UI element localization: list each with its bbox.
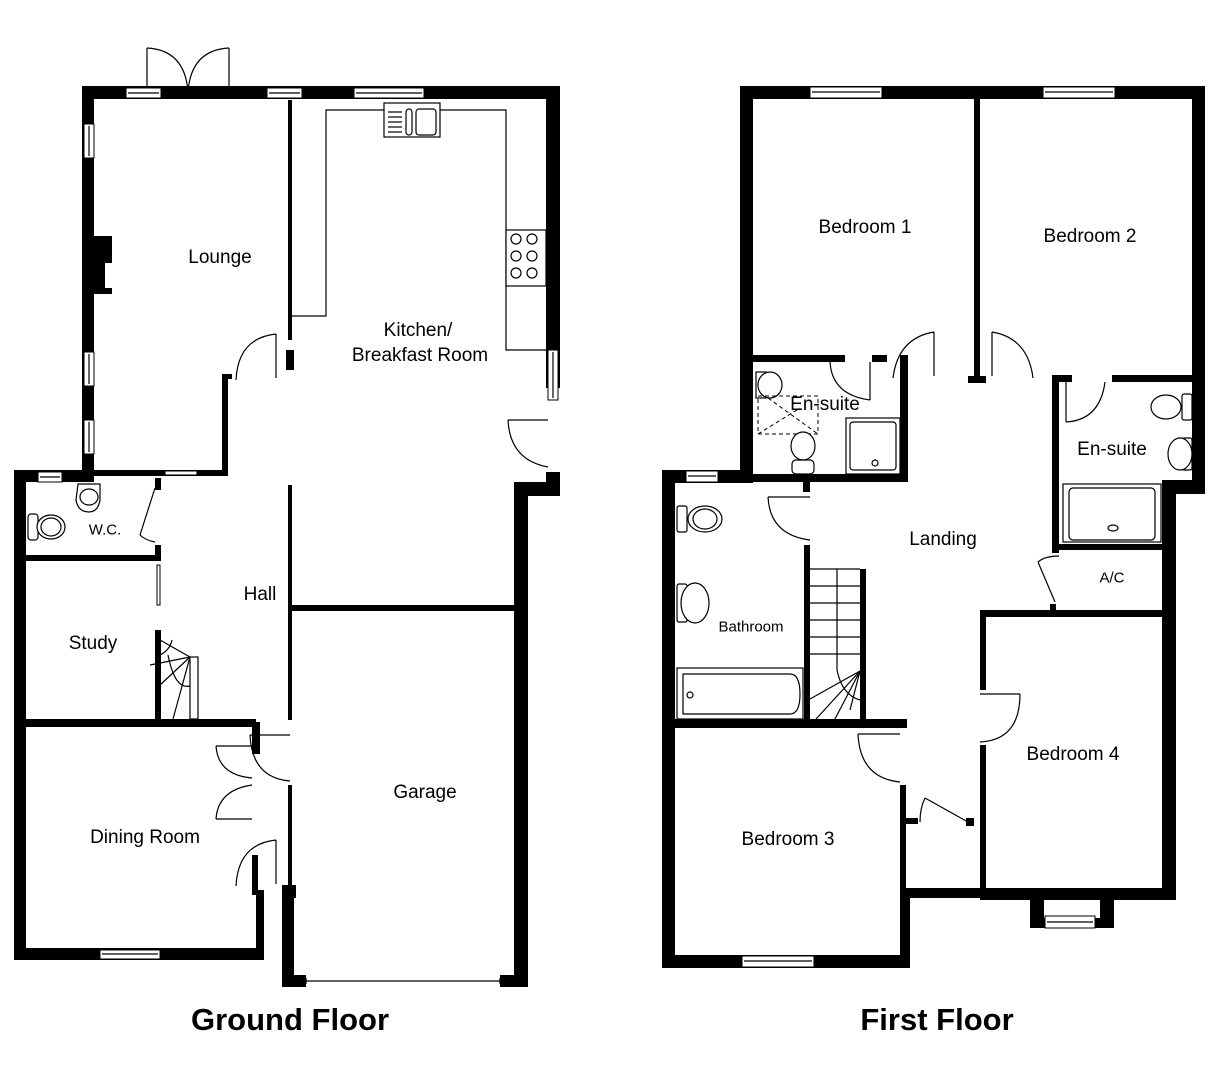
staircase-ground (149, 639, 199, 720)
ensuite1-fittings (755, 371, 901, 475)
room-label-landing: Landing (909, 529, 977, 551)
room-label-wc: W.C. (88, 521, 122, 539)
kitchen-units (292, 102, 547, 351)
wc-fittings (27, 483, 101, 541)
room-label-bedroom-1: Bedroom 1 (818, 217, 912, 239)
room-label-kitchen-line1: Kitchen/ (383, 320, 453, 342)
room-label-garage: Garage (393, 782, 457, 804)
room-label-kitchen-line2: Breakfast Room (351, 345, 489, 367)
room-label-ac: A/C (1099, 569, 1125, 587)
room-label-bedroom-4: Bedroom 4 (1026, 744, 1120, 766)
first-floor-plan (662, 86, 1205, 968)
room-label-bedroom-3: Bedroom 3 (741, 829, 835, 851)
ensuite2-fittings (1062, 393, 1193, 543)
ground-floor-plan (14, 47, 560, 987)
room-label-study: Study (68, 633, 118, 655)
room-label-ensuite-2: En-suite (1077, 439, 1147, 461)
first-floor-title: First Floor (860, 1002, 1014, 1037)
room-label-lounge: Lounge (188, 247, 252, 269)
room-label-dining-room: Dining Room (90, 827, 200, 849)
room-label-bathroom: Bathroom (718, 618, 784, 636)
room-label-ensuite-1: En-suite (790, 394, 860, 416)
staircase-first (809, 568, 861, 720)
room-label-hall: Hall (243, 584, 277, 606)
bathroom-fittings (676, 505, 804, 720)
room-label-bedroom-2: Bedroom 2 (1043, 226, 1137, 248)
ground-floor-title: Ground Floor (190, 1002, 390, 1037)
